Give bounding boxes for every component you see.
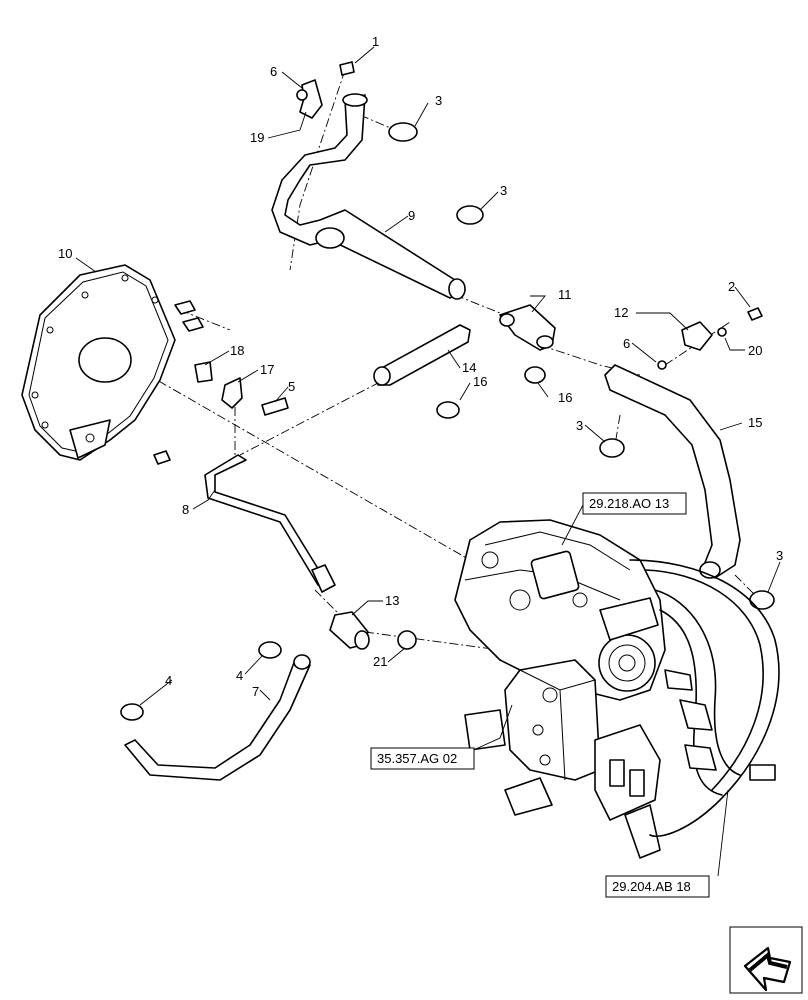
callout-3: 3 xyxy=(576,418,583,433)
hose-15 xyxy=(604,364,741,579)
housing-bolts xyxy=(153,300,204,465)
reference-ref-c[interactable]: 29.204.AB 18 xyxy=(605,875,710,898)
tee-fitting-11 xyxy=(499,304,556,351)
hose-14 xyxy=(373,324,471,386)
clip-19 xyxy=(296,61,355,119)
callout-19: 19 xyxy=(250,130,264,145)
reference-ref-a[interactable]: 29.218.AO 13 xyxy=(582,492,687,515)
callout-3: 3 xyxy=(776,548,783,563)
callout-3: 3 xyxy=(500,183,507,198)
reference-label: 29.218.AO 13 xyxy=(589,496,669,511)
callout-4: 4 xyxy=(165,673,172,688)
callout-12: 12 xyxy=(614,305,628,320)
callout-1: 1 xyxy=(372,34,379,49)
callout-18: 18 xyxy=(230,343,244,358)
flywheel-housing xyxy=(21,264,176,461)
clip-12 xyxy=(657,307,763,370)
callout-20: 20 xyxy=(748,343,762,358)
callout-11: 11 xyxy=(558,287,572,302)
reference-label: 29.204.AB 18 xyxy=(612,879,691,894)
reference-ref-b[interactable]: 35.357.AG 02 xyxy=(370,747,475,770)
reference-label: 35.357.AG 02 xyxy=(377,751,457,766)
bracket-17 xyxy=(194,361,289,416)
callout-8: 8 xyxy=(182,502,189,517)
callout-16: 16 xyxy=(473,374,487,389)
callout-3: 3 xyxy=(435,93,442,108)
callout-16: 16 xyxy=(558,390,572,405)
callout-6: 6 xyxy=(270,64,277,79)
callout-labels: 1 6 3 19 3 9 10 2 11 12 6 20 18 17 14 16… xyxy=(58,34,783,699)
leader-lines xyxy=(75,46,781,877)
callout-14: 14 xyxy=(462,360,476,375)
callout-2: 2 xyxy=(728,279,735,294)
callout-15: 15 xyxy=(748,415,762,430)
callout-7: 7 xyxy=(252,684,259,699)
elbow-fitting-13 xyxy=(329,611,417,650)
upper-hose xyxy=(271,93,466,300)
callout-4: 4 xyxy=(236,668,243,683)
callout-5: 5 xyxy=(288,379,295,394)
callout-9: 9 xyxy=(408,208,415,223)
tube-8 xyxy=(204,454,336,593)
callout-17: 17 xyxy=(260,362,274,377)
lower-hose-7 xyxy=(124,654,311,781)
callout-13: 13 xyxy=(385,593,399,608)
callout-21: 21 xyxy=(373,654,387,669)
hydraulic-pump-assembly xyxy=(454,519,780,859)
callout-6: 6 xyxy=(623,336,630,351)
callout-10: 10 xyxy=(58,246,72,261)
forward-arrow-icon[interactable] xyxy=(729,926,803,994)
